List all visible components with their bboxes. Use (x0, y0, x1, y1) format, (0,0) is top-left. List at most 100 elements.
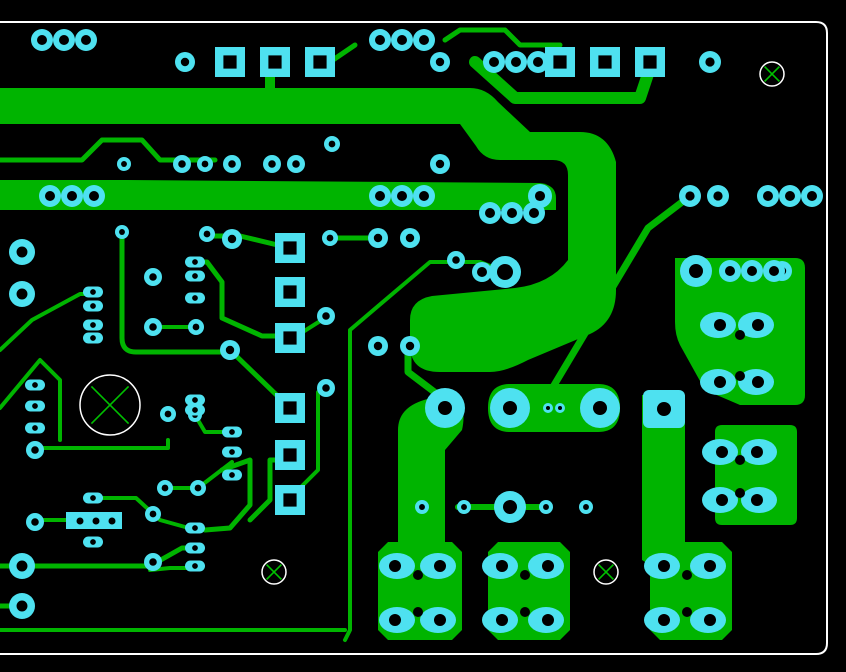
pad-drill-hole (682, 607, 692, 617)
pad-drill-hole (769, 266, 779, 276)
pad-drill-hole (229, 449, 235, 455)
pad-drill-hole (553, 55, 567, 69)
pad-drill-hole (558, 406, 562, 410)
fiducial-marks (79, 61, 785, 585)
pad-drill-hole (489, 57, 499, 67)
pad-drill-hole (373, 341, 383, 351)
pad-drill-hole (434, 614, 446, 626)
pad-drill-hole (685, 191, 695, 201)
pad-drill-hole (149, 510, 157, 518)
pad-drill-hole (328, 140, 336, 148)
pad-drill-hole (283, 493, 297, 507)
pad-drill-hole (194, 484, 202, 492)
pad-drill-hole (192, 545, 198, 551)
pad-drill-hole (397, 191, 407, 201)
pad-drill-hole (438, 401, 452, 415)
pad-drill-hole (405, 341, 415, 351)
pad-drill-hole (178, 160, 186, 168)
pad-drill-hole (283, 241, 297, 255)
pad-drill-hole (90, 495, 96, 501)
pad-drill-hole (714, 376, 726, 388)
pad-drill-hole (435, 57, 445, 67)
pad-drill-hole (658, 560, 670, 572)
pad-drill-hole (435, 159, 445, 169)
copper-trace (546, 192, 694, 396)
fiducial-cross (265, 563, 283, 581)
fiducial-cross (90, 385, 130, 425)
pad-drill-hole (542, 560, 554, 572)
pad-drill-hole (283, 331, 297, 345)
pad-drill-hole (32, 425, 38, 431)
pad-drill-hole (405, 233, 415, 243)
pad-drill-hole (108, 517, 116, 525)
copper-trace (38, 438, 170, 450)
copper-pour (642, 395, 685, 575)
pad-drill-hole (32, 403, 38, 409)
pad-drill-hole (546, 406, 550, 410)
pad-drill-hole (503, 401, 517, 415)
pad-drill-hole (76, 517, 84, 525)
pad-drill-hole (751, 494, 763, 506)
pad-drill-hole (373, 233, 383, 243)
pad-drill-hole (389, 560, 401, 572)
pad-drill-hole (229, 429, 235, 435)
copper-trace (0, 137, 218, 163)
copper-trace (0, 358, 62, 442)
fiducial-cross (597, 563, 615, 581)
pad-drill-hole (164, 410, 172, 418)
pad-drill-hole (90, 322, 96, 328)
pad-drill-hole (747, 266, 757, 276)
pad-drill-hole (283, 285, 297, 299)
fiducial-cross (763, 65, 781, 83)
pad-drill-hole (89, 191, 99, 201)
pad-drill-hole (16, 246, 28, 258)
pad-drill-hole (149, 323, 157, 331)
pad-drill-hole (533, 57, 543, 67)
pad-drill-hole (485, 208, 495, 218)
pad-drill-hole (751, 446, 763, 458)
pad-drill-hole (192, 407, 198, 413)
pad-drill-hole (520, 570, 530, 580)
pad-drill-hole (735, 330, 745, 340)
pad-drill-hole (497, 264, 513, 280)
pad-drill-hole (419, 504, 425, 510)
pad-drill-hole (375, 191, 385, 201)
pad-drill-hole (90, 539, 96, 545)
pad-drill-hole (461, 504, 467, 510)
copper-pour (0, 88, 616, 372)
pad-drill-hole (735, 488, 745, 498)
pad-drill-hole (31, 518, 39, 526)
pad-drill-hole (225, 345, 235, 355)
pad-drill-hole (192, 273, 198, 279)
pad-drill-hole (752, 319, 764, 331)
copper-trace (119, 235, 235, 355)
pad-drill-hole (419, 35, 429, 45)
fiducial-ring (759, 61, 785, 87)
pad-drill-hole (16, 560, 28, 572)
pad-drill-hole (598, 55, 612, 69)
pad-drill-hole (807, 191, 817, 201)
pad-drill-hole (322, 312, 330, 320)
fiducial-ring (593, 559, 619, 585)
pad-drill-hole (180, 57, 190, 67)
pad-drill-hole (763, 191, 773, 201)
fiducial-ring (261, 559, 287, 585)
pad-drill-hole (657, 402, 671, 416)
pad-drill-hole (593, 401, 607, 415)
pad-drill-hole (413, 570, 423, 580)
board-outline (0, 21, 828, 655)
pad-drill-hole (313, 55, 327, 69)
fiducial-ring (79, 374, 141, 436)
pad-drill-hole (543, 504, 549, 510)
pad-drill-hole (704, 560, 716, 572)
pad-drill-hole (534, 190, 546, 202)
pad-drill-hole (375, 35, 385, 45)
pad-drill-hole (496, 614, 508, 626)
pad-drill-hole (81, 35, 91, 45)
pad-drill-hole (67, 191, 77, 201)
pad-drill-hole (283, 401, 297, 415)
pad-drill-hole (511, 57, 521, 67)
pad-drill-hole (90, 303, 96, 309)
copper-trace (193, 259, 293, 339)
